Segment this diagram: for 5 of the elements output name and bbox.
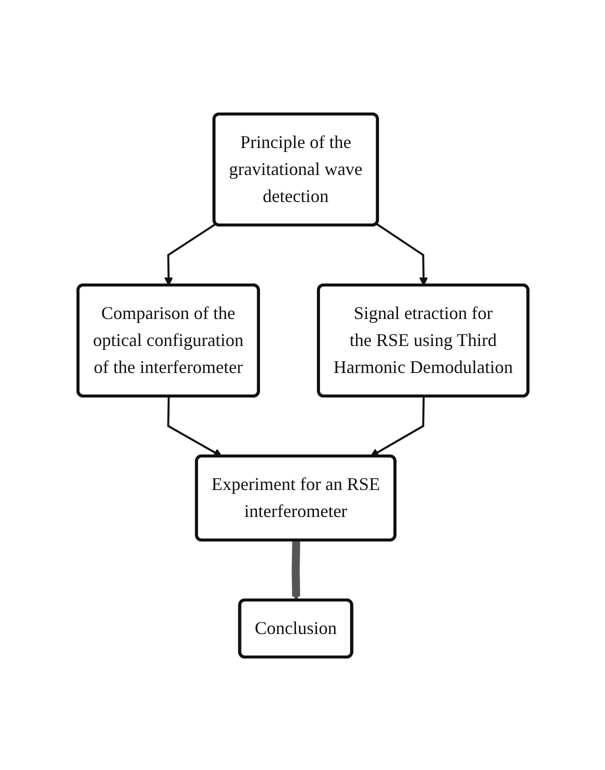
arrow — [376, 222, 428, 286]
arrow — [166, 396, 222, 456]
arrow — [370, 396, 424, 456]
arrow — [291, 540, 300, 600]
arrow — [164, 222, 216, 286]
